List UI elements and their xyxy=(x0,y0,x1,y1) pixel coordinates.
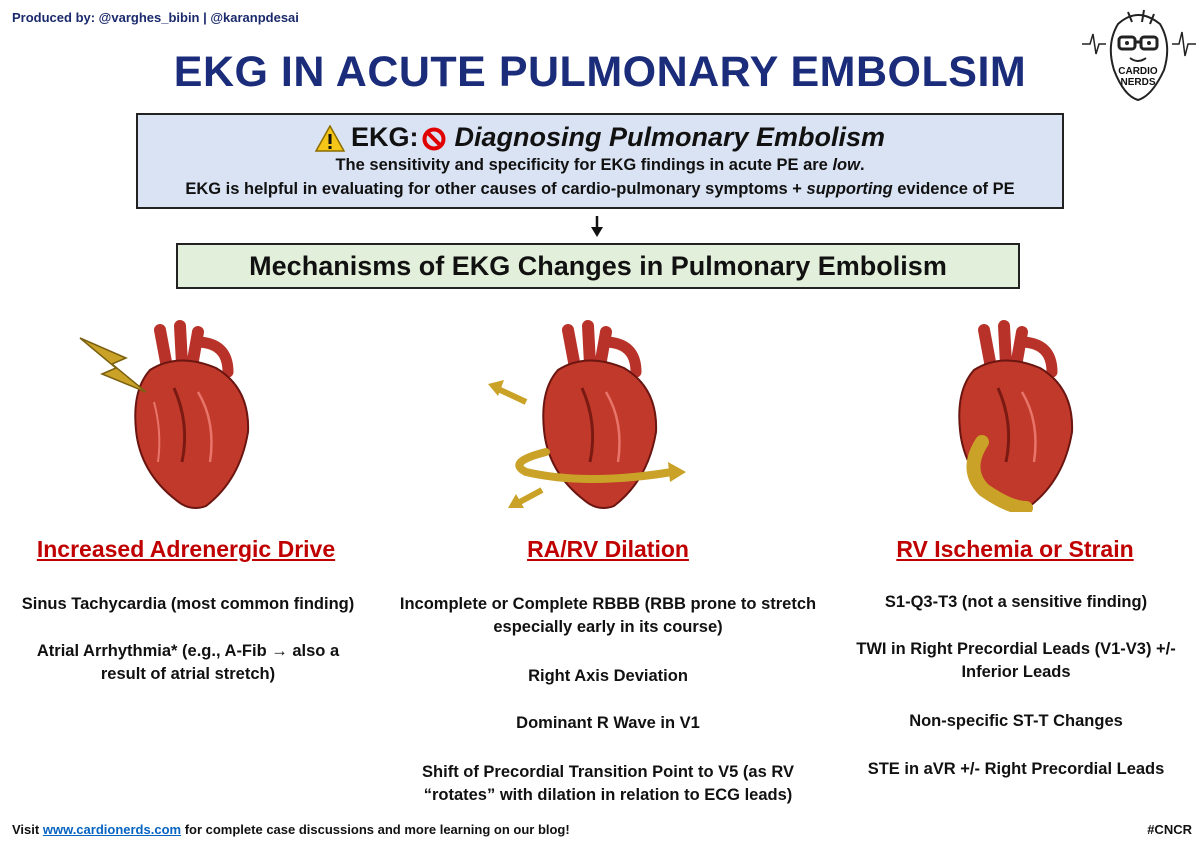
finding-item: S1-Q3-T3 (not a sensitive finding) xyxy=(884,593,1148,611)
mechanisms-heading-box: Mechanisms of EKG Changes in Pulmonary E… xyxy=(176,243,1020,289)
page-title: EKG IN ACUTE PULMONARY EMBOLSIM xyxy=(173,48,1027,96)
finding-item: Incomplete or Complete RBBB (RBB prone t… xyxy=(399,595,817,636)
finding-item: STE in aVR +/- Right Precordial Leads xyxy=(867,760,1165,778)
hashtag: #CNCR xyxy=(1147,822,1192,837)
caveat-line-1: The sensitivity and specificity for EKG … xyxy=(138,153,1062,177)
column-heading-strain: RV Ischemia or Strain xyxy=(896,536,1134,562)
finding-item: Non-specific ST-T Changes xyxy=(909,712,1123,730)
footer-text-pre: Visit xyxy=(12,822,43,837)
cardionerds-logo-icon[interactable]: CARDIO NERDS xyxy=(1080,4,1198,104)
heart-rotation-icon xyxy=(488,320,686,509)
caveat-line-1-end: . xyxy=(859,156,865,174)
column-heading-dilation: RA/RV Dilation xyxy=(527,536,689,562)
caveat-line-1-emphasis: low xyxy=(832,156,860,174)
finding-item: Atrial Arrhythmia* (e.g., A-Fib → also a… xyxy=(36,642,340,683)
caveat-title: Diagnosing Pulmonary Embolism xyxy=(454,122,886,152)
heart-lightning-icon xyxy=(79,320,250,509)
finding-item: Right Axis Deviation xyxy=(528,667,688,685)
logo-text-line2: NERDS xyxy=(1120,77,1155,88)
finding-item: Dominant R Wave in V1 xyxy=(516,714,700,732)
warning-icon xyxy=(314,125,345,153)
down-arrow-icon xyxy=(591,216,603,237)
diagnosis-caveat-box: EKG: Diagnosing Pulmonary Embolism The s… xyxy=(136,113,1064,209)
ekg-label: EKG: xyxy=(350,122,419,152)
finding-item: Shift of Precordial Transition Point to … xyxy=(422,763,794,804)
producer-credit: Produced by: @varghes_bibin | @karanpdes… xyxy=(12,10,299,25)
caveat-line-2: EKG is helpful in evaluating for other c… xyxy=(138,177,1062,201)
caveat-line-2-emphasis: supporting xyxy=(806,180,893,198)
caveat-line-2-end: evidence of PE xyxy=(892,180,1015,198)
finding-item: Sinus Tachycardia (most common finding) xyxy=(21,595,355,613)
column-heading-adrenergic: Increased Adrenergic Drive xyxy=(36,536,336,562)
prohibited-icon xyxy=(422,127,446,151)
heart-strain-icon xyxy=(958,320,1074,512)
caveat-heading: EKG: Diagnosing Pulmonary Embolism xyxy=(138,121,1062,153)
caveat-line-2-text: EKG is helpful in evaluating for other c… xyxy=(185,180,807,198)
footer-note: Visit www.cardionerds.com for complete c… xyxy=(12,822,570,837)
logo-text-line1: CARDIO xyxy=(1118,66,1158,77)
finding-item: TWI in Right Precordial Leads (V1-V3) +/… xyxy=(856,640,1176,681)
website-link[interactable]: www.cardionerds.com xyxy=(42,822,182,837)
caveat-line-1-text: The sensitivity and specificity for EKG … xyxy=(335,156,833,174)
footer-text-post: for complete case discussions and more l… xyxy=(181,822,570,837)
